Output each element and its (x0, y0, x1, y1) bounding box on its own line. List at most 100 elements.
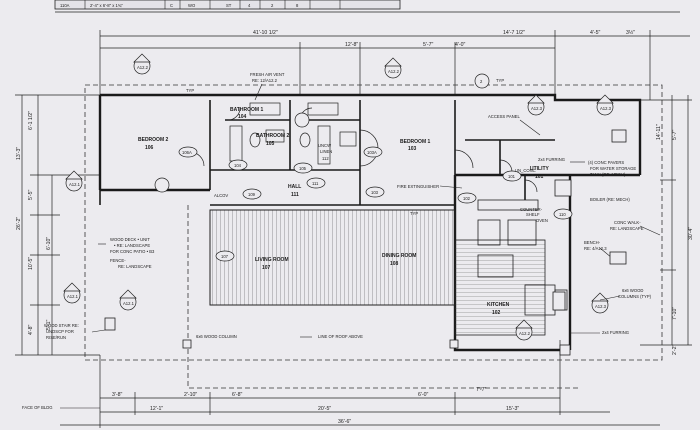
note-deck-landscape: • RE: LANDSCAPE (114, 243, 150, 248)
note-alcove: ALCOV (214, 193, 228, 198)
note-fire-extinguisher: FIRE EXTINGUISHER (397, 184, 439, 189)
note-conc-patio: FOR CONC PATIO • B3 (110, 249, 155, 254)
note-unosp: UNOSCP FOR (46, 329, 74, 334)
room-number: 102 (492, 310, 501, 316)
dim-top: 14'-7 1/2" (503, 30, 525, 36)
schedule-cell: WO (188, 3, 196, 8)
note-furring: 2x4 FURRING (538, 157, 565, 162)
note-fence-landscape: RE: LANDSCAPE (118, 264, 152, 269)
room-name: LIVING ROOM (255, 257, 289, 263)
room-name: HALL (288, 184, 301, 190)
door-tag: 110 (559, 212, 566, 217)
dim-bottom: 15'-3" (506, 406, 519, 412)
note-typ: TYP (410, 211, 418, 216)
room-number: 105 (266, 141, 275, 147)
room-name: BEDROOM 2 (138, 137, 169, 143)
note-boiler: BOILER (RE: MECH) (590, 197, 630, 202)
dim-left: 6'-1 1/2" (28, 111, 34, 130)
callout-sheet-ref: A12.3 (600, 106, 612, 111)
note-uncw: UNCW (318, 143, 331, 148)
note-wood-deck: WOOD DECK • UNIT (110, 237, 150, 242)
room-name: UTILITY (530, 166, 550, 172)
dim-top: 12'-8" (345, 42, 358, 48)
note-oven: OVEN (536, 218, 548, 223)
dim-right: 2'-2" (672, 345, 678, 355)
door-tag: 106A (182, 150, 192, 155)
callout-sheet-ref: A12.2 (388, 69, 400, 74)
dim-top: 3½" (626, 29, 635, 36)
dim-left: 26'-2" (16, 217, 22, 230)
room-name: BEDROOM 1 (400, 139, 431, 145)
door-schedule-strip: 110A 2'-4" x 6'-8" x 1¾" C WO ST 4 2 8 (54, 0, 680, 13)
note-landscape: RE: LANDSCAPE (610, 226, 644, 231)
room-name: DINING ROOM (382, 253, 416, 259)
note-shelf: SHELF (526, 212, 540, 217)
callout-sheet-ref: A12.3 (595, 304, 607, 309)
room-name: BATHROOM 1 (230, 107, 263, 113)
door-tag: 101 (508, 174, 516, 179)
callout-sheet-ref: A12.3 (531, 106, 543, 111)
note-conc: UN_CONC (515, 168, 536, 173)
equipment-markers (104, 129, 627, 356)
interior-walls (99, 100, 555, 206)
dim-right: 7'-10" (672, 307, 678, 320)
note-roof-above: LINE OF ROOF ABOVE (318, 334, 363, 339)
dim-left: 6'-10" (46, 237, 52, 250)
room-number: 112 (322, 156, 329, 161)
annotations: FRESH AIR VENT RE: 12/A12.2 TYP TYP TYP … (22, 72, 652, 410)
schedule-cell: 110A (60, 3, 70, 8)
top-dimension-lines (99, 30, 690, 100)
note-typ: TYP (496, 78, 504, 83)
note-rise-run: RISE/RUN (46, 335, 66, 340)
schedule-cell: 4 (248, 3, 251, 8)
note-bench: BENCH- (584, 240, 601, 245)
room-number: 108 (390, 261, 399, 267)
dim-bottom: 6'-8" (232, 392, 242, 398)
note-water-storage: FOR WATER STORAGE (590, 166, 636, 171)
room-number: 103 (408, 146, 417, 152)
note-bench-ref: RE: 4/A12.3 (584, 246, 607, 251)
schedule-cell: 2'-4" x 6'-8" x 1¾" (90, 3, 123, 8)
room-name: KITCHEN (487, 302, 510, 308)
dim-left: 5'-5" (28, 190, 34, 200)
door-tag: 103 (371, 190, 379, 195)
room-number: 101 (535, 174, 544, 180)
door-tags (178, 146, 573, 262)
leader-lines (60, 83, 661, 409)
callout-sheet-ref: A12.1 (123, 301, 135, 306)
right-dimension-lines (640, 95, 692, 346)
door-tag: 105 (299, 166, 307, 171)
room-name: LINEN (320, 149, 332, 154)
note-countertop: COUNTER- (520, 207, 543, 212)
dim-top: 4'-5" (590, 30, 600, 36)
note-fresh-air: FRESH AIR VENT (250, 72, 285, 77)
exterior-walls (98, 93, 642, 352)
note-columns-typ: COLUMNS (TYP) (618, 294, 652, 299)
room-name: BATHROOM 2 (256, 133, 289, 139)
note-conc-pavers: (4) CONC PAVERS (588, 160, 624, 165)
dim-bottom-overall: 36'-6" (338, 419, 351, 425)
dim-bottom: 20'-5" (318, 406, 331, 412)
dim-left: 5'-1" (46, 320, 52, 330)
schedule-cell: ST (226, 3, 232, 8)
door-tag: 102 (463, 196, 471, 201)
note-tank: TANK (RE: MECH) (590, 172, 626, 177)
door-tag: 111 (312, 181, 319, 186)
schedule-cell: C (170, 3, 173, 8)
door-tag: 103A (367, 150, 377, 155)
wood-deck (209, 209, 456, 306)
dim-left: 10'-5" (28, 257, 34, 270)
dim-right: 5'-7" (672, 130, 678, 140)
dim-bottom: 6'-0" (418, 392, 428, 398)
dim-bottom: 7'-7" (476, 387, 486, 393)
note-fresh-air-ref: RE: 12/A12.2 (252, 78, 278, 83)
note-wood-column: 6x6 WOOD COLUMN (196, 334, 237, 339)
roof-line (84, 84, 663, 389)
schedule-cell: 2 (271, 3, 274, 8)
dim-right: 30'-4" (688, 227, 694, 240)
room-number: 107 (262, 265, 271, 271)
dim-right: 14'-11" (656, 124, 662, 140)
note-wood-stair: WOOD STAIR RE: (44, 323, 79, 328)
schedule-cell: 8 (296, 3, 299, 8)
